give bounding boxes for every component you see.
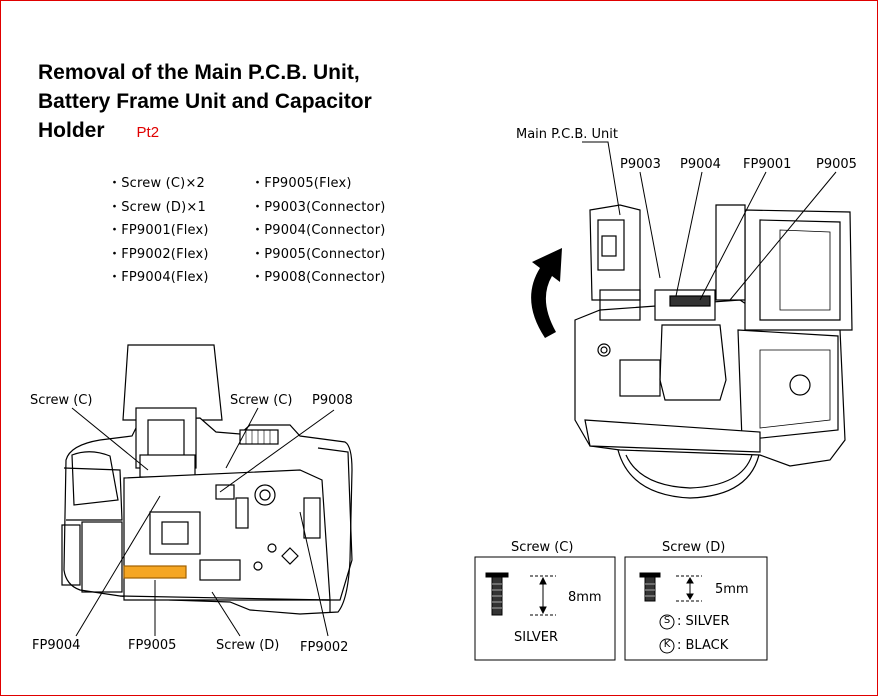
label-p9008: P9008 — [312, 393, 353, 408]
title-line-3: Holder — [38, 119, 105, 142]
label-p9005: P9005 — [816, 157, 857, 172]
screw-d-length: 5mm — [715, 582, 749, 597]
silver-text: : SILVER — [677, 614, 730, 629]
label-fp9001: FP9001 — [743, 157, 792, 172]
parts-item: ・P9004(Connector) — [251, 223, 386, 238]
parts-list-col1: ・Screw (C)×2 ・Screw (D)×1 ・FP9001(Flex) … — [108, 172, 209, 290]
screw-c-length: 8mm — [568, 590, 602, 605]
parts-list-col2: ・FP9005(Flex) ・P9003(Connector) ・P9004(C… — [251, 172, 386, 290]
label-main-pcb-unit: Main P.C.B. Unit — [516, 127, 618, 142]
parts-item: ・FP9005(Flex) — [251, 176, 352, 191]
parts-item: ・P9008(Connector) — [251, 270, 386, 285]
screw-c-box-title: Screw (C) — [511, 540, 574, 555]
title-line-1: Removal of the Main P.C.B. Unit, — [38, 61, 360, 84]
screw-d-box-title: Screw (D) — [662, 540, 726, 555]
label-p9004: P9004 — [680, 157, 721, 172]
label-screw-d: Screw (D) — [216, 638, 280, 653]
label-p9003: P9003 — [620, 157, 661, 172]
label-screw-c-left: Screw (C) — [30, 393, 93, 408]
black-symbol: K — [663, 639, 671, 650]
part-label: Pt2 — [136, 124, 160, 141]
black-text: : BLACK — [677, 638, 729, 653]
label-fp9005: FP9005 — [128, 638, 177, 653]
parts-item: ・FP9001(Flex) — [108, 223, 209, 238]
label-screw-c-right: Screw (C) — [230, 393, 293, 408]
silver-symbol: S — [663, 615, 671, 626]
parts-item: ・FP9004(Flex) — [108, 270, 209, 285]
parts-item: ・P9005(Connector) — [251, 246, 386, 262]
parts-item: ・Screw (C)×2 — [108, 176, 206, 191]
label-fp9004: FP9004 — [32, 638, 81, 653]
parts-item: ・P9003(Connector) — [251, 199, 386, 215]
title-line-2: Battery Frame Unit and Capacitor — [38, 90, 372, 113]
label-fp9002: FP9002 — [300, 640, 349, 655]
parts-item: ・Screw (D)×1 — [108, 199, 206, 215]
parts-item: ・FP9002(Flex) — [108, 246, 209, 262]
page-title: Removal of the Main P.C.B. Unit, Battery… — [38, 58, 426, 147]
screw-c-finish: SILVER — [514, 630, 559, 645]
